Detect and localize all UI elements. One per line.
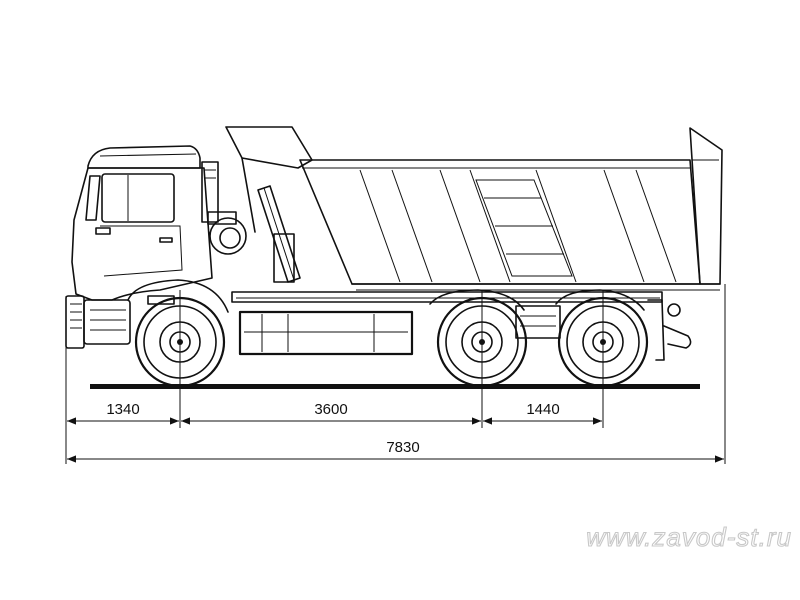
dimension-label-overall-length: 7830 bbox=[386, 439, 419, 456]
dimension-overall-length: 7830 bbox=[67, 439, 724, 463]
dimension-label-rear-axle-spacing: 1440 bbox=[526, 401, 559, 418]
dimension-rear-axle-spacing: 1440 bbox=[483, 401, 602, 425]
dump-body bbox=[225, 126, 723, 291]
dimension-label-front-overhang: 1340 bbox=[106, 401, 139, 418]
extension-lines bbox=[65, 284, 726, 464]
cab bbox=[65, 145, 247, 349]
watermark-text: www.zavod-st.ru bbox=[586, 522, 792, 552]
dimension-wheelbase: 3600 bbox=[181, 401, 481, 425]
ground-line bbox=[90, 384, 700, 389]
lift-mechanism bbox=[257, 185, 301, 283]
dimension-front-overhang: 1340 bbox=[67, 401, 179, 425]
chassis-frame bbox=[231, 289, 692, 361]
dimension-label-wheelbase: 3600 bbox=[314, 401, 347, 418]
